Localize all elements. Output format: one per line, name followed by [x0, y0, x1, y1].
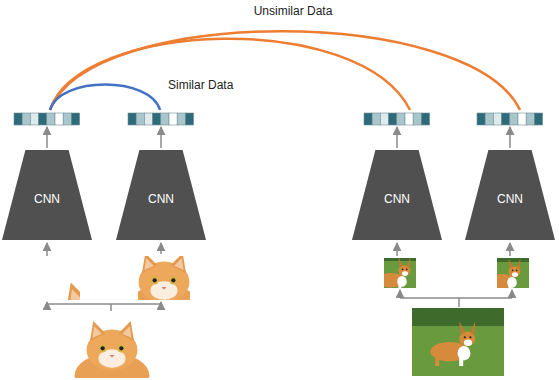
vector-cell: [502, 113, 510, 125]
embedding-vectors: [14, 113, 543, 125]
cat-crop: [18, 258, 80, 300]
vector-cell: [526, 113, 534, 125]
cnn-block: CNN: [116, 150, 206, 240]
vector-cell: [405, 113, 413, 125]
vector-cell: [413, 113, 421, 125]
arc-label: Similar Data: [166, 78, 235, 92]
cnn-block: CNN: [352, 150, 442, 240]
cat-image: [66, 312, 158, 378]
vector-cell: [39, 113, 47, 125]
vector-cell: [389, 113, 397, 125]
vector-cell: [63, 113, 71, 125]
dog-image: [412, 308, 504, 376]
vector-cell: [47, 113, 55, 125]
unsimilar-arc: [50, 39, 410, 110]
vector-cell: [380, 113, 388, 125]
arc-label: Unsimilar Data: [252, 4, 335, 18]
vector-cell: [22, 113, 30, 125]
cnn-label: CNN: [148, 192, 174, 206]
vector-cell: [14, 113, 22, 125]
cnn-block: CNN: [2, 150, 92, 240]
vector-cell: [510, 113, 518, 125]
vector-cell: [421, 113, 429, 125]
vector-cell: [55, 113, 63, 125]
vector-cell: [30, 113, 38, 125]
cnn-label: CNN: [384, 192, 410, 206]
vector-cell: [477, 113, 485, 125]
vector-cell: [534, 113, 542, 125]
similar-arc: [50, 85, 160, 111]
cat-crop: [138, 256, 190, 300]
vector-cell: [485, 113, 493, 125]
vector-cell: [518, 113, 526, 125]
vector-cell: [397, 113, 405, 125]
vector-cell: [177, 113, 185, 125]
vector-cell: [71, 113, 79, 125]
dog-crop: [384, 258, 416, 288]
vector-cell: [185, 113, 193, 125]
vector-cell: [161, 113, 169, 125]
unsimilar-arc: [50, 31, 520, 110]
cnn-label: CNN: [34, 192, 60, 206]
cnn-label: CNN: [497, 192, 523, 206]
vector-cell: [128, 113, 136, 125]
dog-crop: [497, 258, 529, 288]
vector-cell: [364, 113, 372, 125]
vector-cell: [372, 113, 380, 125]
vector-cell: [136, 113, 144, 125]
arrows: [47, 127, 512, 311]
cnn-block: CNN: [465, 150, 555, 240]
vector-cell: [493, 113, 501, 125]
vector-cell: [153, 113, 161, 125]
vector-cell: [144, 113, 152, 125]
vector-cell: [169, 113, 177, 125]
